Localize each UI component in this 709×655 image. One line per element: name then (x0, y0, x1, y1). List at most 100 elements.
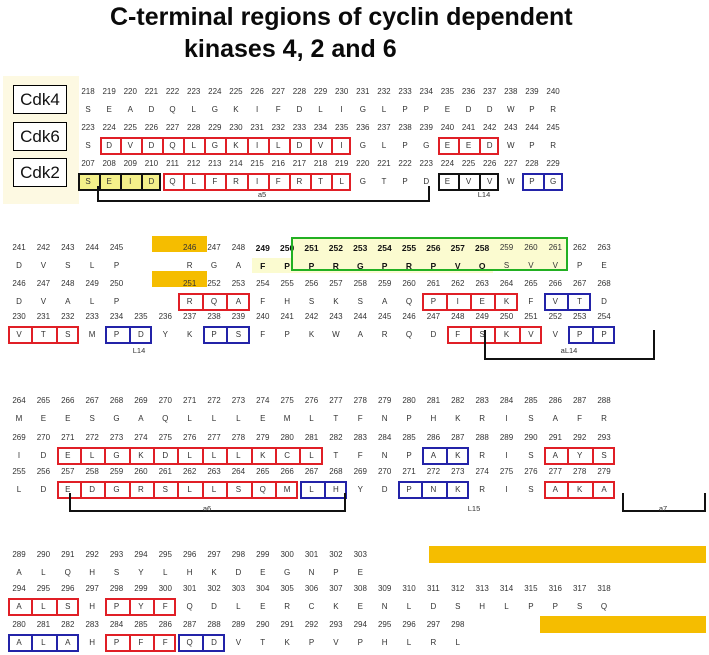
box-divider (226, 447, 229, 465)
residue-number: 269 (12, 433, 26, 442)
amino-acid: G (356, 261, 364, 271)
amino-acid: A (552, 414, 558, 423)
box-divider (457, 137, 460, 155)
box-divider (104, 481, 107, 499)
residue-number: 316 (548, 584, 562, 593)
box-divider (469, 326, 472, 344)
amino-acid: P (308, 261, 315, 271)
residue-number: 246 (182, 243, 197, 252)
box-divider (331, 137, 334, 155)
residue-number: 278 (231, 433, 246, 442)
amino-acid: P (406, 451, 412, 460)
residue-number: 283 (85, 620, 99, 629)
residue-number: 249 (475, 312, 489, 321)
amino-acid: F (275, 105, 281, 114)
amino-acid: S (85, 141, 91, 150)
residue-number: 279 (256, 433, 270, 442)
residue-number: 289 (499, 433, 514, 442)
amino-acid: P (308, 638, 315, 647)
box-cdk2-evv (437, 173, 500, 191)
residue-number: 241 (461, 123, 476, 132)
residue-number: 240 (440, 123, 455, 132)
residue-number: 295 (36, 584, 51, 593)
residue-number: 254 (256, 279, 270, 288)
amino-acid: F (212, 177, 218, 186)
residue-number: 270 (377, 467, 392, 476)
amino-acid: E (65, 485, 71, 494)
residue-number: 265 (256, 467, 270, 476)
box-divider (177, 481, 180, 499)
label-l14-block1: L14 (477, 190, 491, 199)
residue-number: 230 (334, 87, 349, 96)
residue-number: 282 (329, 433, 343, 442)
box-divider (153, 447, 156, 465)
residue-number: 277 (207, 433, 221, 442)
residue-number: 237 (482, 87, 497, 96)
box-divider (250, 447, 253, 465)
box-divider (79, 447, 82, 465)
residue-number: 215 (250, 159, 264, 168)
residue-number: 272 (207, 396, 221, 405)
residue-number: 229 (208, 123, 222, 132)
box-divider (128, 598, 131, 616)
box-divider (267, 173, 270, 191)
amino-acid: D (381, 485, 388, 494)
residue-number: 285 (402, 433, 416, 442)
amino-acid: W (507, 105, 515, 114)
amino-acid: N (430, 485, 437, 494)
amino-acid: I (505, 414, 508, 423)
residue-number: 236 (356, 123, 370, 132)
box-divider (119, 173, 122, 191)
amino-acid: L (191, 105, 196, 114)
residue-number: 288 (597, 396, 611, 405)
residue-number: 213 (208, 159, 222, 168)
amino-acid: W (332, 330, 340, 339)
amino-acid: H (284, 297, 291, 306)
residue-number: 252 (207, 279, 221, 288)
residue-number: 297 (207, 550, 221, 559)
amino-acid: K (503, 330, 510, 339)
amino-acid: R (479, 451, 486, 460)
residue-number: 259 (109, 467, 124, 476)
amino-acid: P (381, 261, 388, 271)
amino-acid: G (359, 141, 366, 150)
residue-number: 260 (134, 467, 148, 476)
amino-acid: P (423, 105, 429, 114)
amino-acid: P (406, 414, 412, 423)
residue-number: 226 (250, 87, 264, 96)
residue-number: 285 (524, 396, 538, 405)
amino-acid: S (455, 602, 461, 611)
residue-number: 286 (426, 433, 441, 442)
box-cdk2-aka (544, 481, 616, 499)
amino-acid: Q (169, 141, 176, 150)
residue-number: 239 (525, 87, 539, 96)
figure-title: C-terminal regions of cyclin dependent k… (0, 0, 709, 70)
residue-number: 308 (353, 584, 367, 593)
residue-number: 250 (109, 279, 124, 288)
amino-acid: P (406, 485, 412, 494)
residue-number: 248 (231, 243, 246, 252)
amino-acid: D (486, 141, 493, 150)
label-l15: L15 (467, 504, 481, 513)
amino-acid: A (65, 638, 71, 647)
amino-acid: I (255, 105, 259, 114)
residue-number: 278 (572, 467, 587, 476)
residue-number: 222 (398, 159, 412, 168)
residue-number: 231 (36, 312, 51, 321)
residue-number: 232 (271, 123, 285, 132)
amino-acid: N (381, 602, 388, 611)
amino-acid: A (16, 602, 22, 611)
amino-acid: G (549, 177, 557, 186)
amino-acid: V (235, 638, 242, 647)
box-cdk2-vts (7, 326, 79, 344)
residue-number: 290 (524, 433, 538, 442)
residue-number: 257 (329, 279, 343, 288)
residue-number: 284 (499, 396, 514, 405)
residue-number: 227 (271, 87, 285, 96)
amino-acid: E (106, 177, 112, 186)
residue-number: 243 (61, 243, 75, 252)
residue-number: 208 (102, 159, 116, 168)
residue-number: 295 (158, 550, 172, 559)
residue-number: 273 (451, 467, 465, 476)
residue-number: 252 (548, 312, 562, 321)
